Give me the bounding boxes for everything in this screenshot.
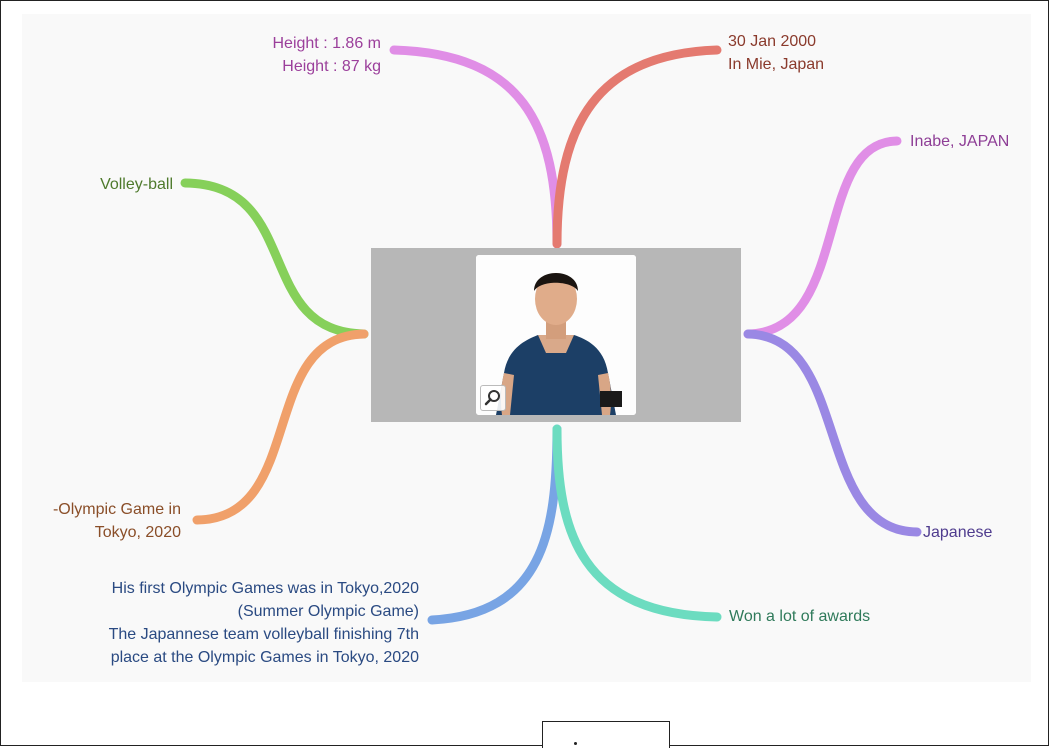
bottom-tab[interactable] xyxy=(542,721,670,748)
topic-awards-line-1: Won a lot of awards xyxy=(729,608,871,625)
topic-nationality-line-1: Japanese xyxy=(923,524,993,541)
topic-olympics[interactable]: His first Olympic Games was in Tokyo,202… xyxy=(109,577,419,669)
topic-nationality[interactable]: Japanese xyxy=(923,521,992,544)
topic-birth[interactable]: 30 Jan 2000 In Mie, Japan xyxy=(728,30,824,76)
topic-sport-line-1: Volley-ball xyxy=(100,176,173,193)
topic-birth-line-1: 30 Jan 2000 xyxy=(728,33,817,50)
topic-hometown-line-1: Inabe, JAPAN xyxy=(910,133,1010,150)
topic-olympics-line-3: The Japannese team volleyball finishing … xyxy=(108,626,419,643)
topic-event-line-2: Tokyo, 2020 xyxy=(94,524,181,541)
tab-dot xyxy=(574,742,577,745)
branch-line-awards xyxy=(552,424,722,622)
central-topic[interactable] xyxy=(371,248,741,422)
branch-line-nationality xyxy=(743,329,922,537)
branch-line-sport xyxy=(180,178,369,339)
topic-olympics-line-2: (Summer Olympic Game) xyxy=(237,603,419,620)
magnifier-icon[interactable] xyxy=(480,385,506,411)
topic-event[interactable]: -Olympic Game in Tokyo, 2020 xyxy=(53,498,181,544)
branch-line-event xyxy=(192,329,369,525)
topic-olympics-line-1: His first Olympic Games was in Tokyo,202… xyxy=(111,580,419,597)
topic-olympics-line-4: place at the Olympic Games in Tokyo, 202… xyxy=(110,649,419,666)
topic-sport[interactable]: Volley-ball xyxy=(100,173,173,196)
topic-hometown[interactable]: Inabe, JAPAN xyxy=(910,130,1009,153)
topic-physique-line-2: Height : 87 kg xyxy=(282,58,381,75)
topic-physique-line-1: Height : 1.86 m xyxy=(272,35,382,52)
athlete-photo[interactable] xyxy=(476,255,636,415)
branch-line-hometown xyxy=(743,136,902,339)
topic-physique[interactable]: Height : 1.86 m Height : 87 kg xyxy=(273,32,382,78)
topic-event-line-1: -Olympic Game in xyxy=(52,501,181,518)
branch-line-birth xyxy=(552,45,722,249)
branch-line-olympics xyxy=(427,424,562,625)
topic-birth-line-2: In Mie, Japan xyxy=(728,56,825,73)
mind-map-canvas: Height : 1.86 m Height : 87 kg 30 Jan 20… xyxy=(22,14,1031,682)
branch-lines xyxy=(180,45,922,625)
branch-line-physique xyxy=(389,45,562,249)
topic-awards[interactable]: Won a lot of awards xyxy=(729,605,870,628)
